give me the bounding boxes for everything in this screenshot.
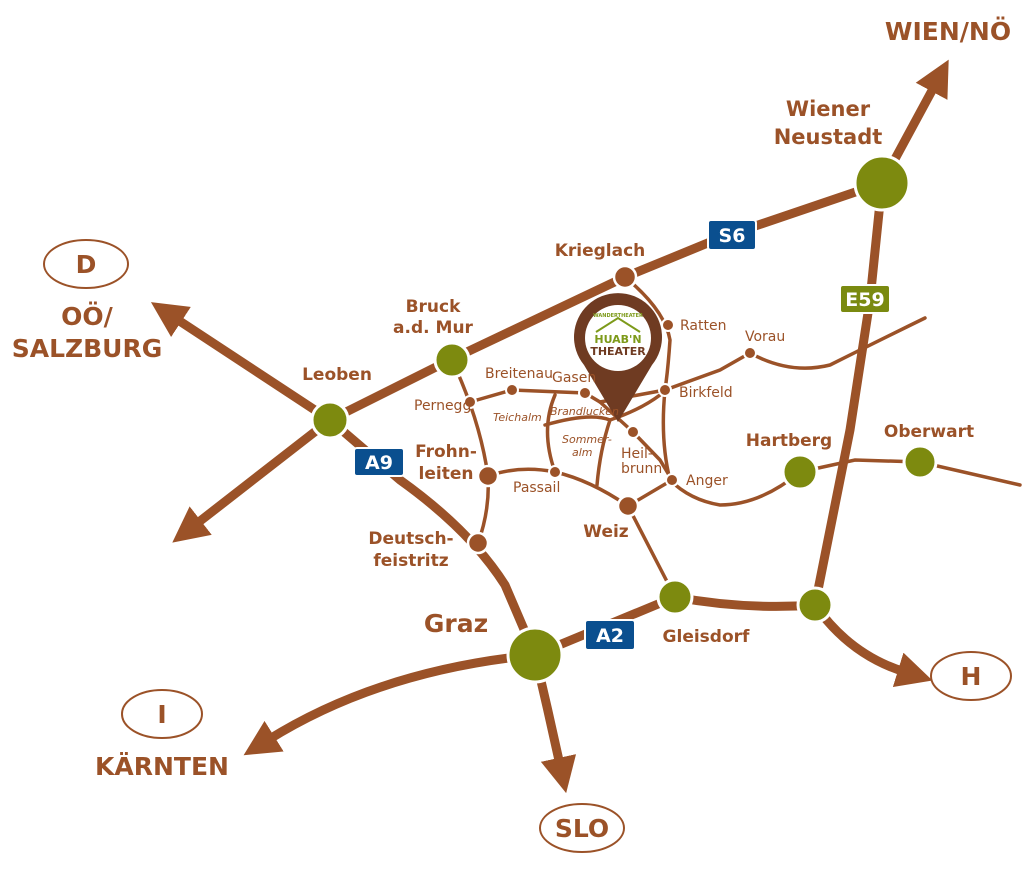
node-leoben — [310, 400, 350, 440]
label-breitenau: Breitenau — [485, 366, 553, 382]
label-gasen: Gasen — [552, 370, 596, 386]
node-vorau — [743, 346, 757, 360]
minor-roads — [450, 275, 1022, 599]
dest-wien-noe: WIEN/NÖ — [885, 16, 1011, 46]
node-wiener-neustadt — [853, 154, 911, 212]
oval-i — [121, 689, 203, 739]
road-shields: S6 E59 A9 A2 — [353, 219, 891, 651]
node-krieglach — [612, 264, 638, 290]
theater-location-pin[interactable]: WANDERTHEATER HUAB'N THEATER — [574, 293, 662, 422]
label-oberwart: Oberwart — [884, 422, 974, 442]
node-graz — [506, 626, 564, 684]
node-hartberg — [781, 453, 819, 491]
road-e59 — [810, 178, 887, 610]
shield-e59: E59 — [839, 284, 891, 314]
label-leoben: Leoben — [302, 365, 372, 385]
shield-s6: S6 — [707, 219, 757, 251]
label-krieglach: Krieglach — [555, 241, 646, 261]
label-heilbrunn-2: brunn — [621, 461, 662, 477]
node-gleisdorf — [656, 578, 694, 616]
node-weiz — [616, 494, 640, 518]
label-passail: Passail — [513, 480, 560, 496]
label-deutschfeistritz-1: Deutsch- — [368, 529, 453, 549]
label-hartberg: Hartberg — [746, 431, 832, 451]
oval-h — [930, 651, 1012, 701]
logo-top-text: WANDERTHEATER — [593, 313, 643, 319]
node-breitenau — [505, 383, 519, 397]
node-oberwart — [902, 444, 938, 480]
oval-d — [43, 239, 129, 289]
node-pernegg — [463, 395, 477, 409]
city-nodes — [310, 154, 938, 684]
oval-slo — [539, 803, 625, 853]
town-nodes-small — [463, 318, 757, 487]
node-gasen — [578, 386, 592, 400]
label-heilbrunn-1: Heil- — [621, 446, 653, 462]
road-leoben-salzburg-arrow — [150, 302, 335, 425]
label-deutschfeistritz-2: feistritz — [373, 551, 448, 571]
logo-line-1: HUAB'N — [594, 333, 641, 346]
label-sommeralm-2: alm — [572, 446, 593, 459]
node-heilbrunn — [626, 425, 640, 439]
label-ratten: Ratten — [680, 318, 726, 334]
dest-h: H — [961, 662, 982, 691]
svg-text:S6: S6 — [719, 225, 746, 247]
destination-ovals — [43, 239, 1012, 853]
label-teichalm: Teichalm — [493, 411, 542, 424]
label-vorau: Vorau — [745, 329, 785, 345]
shield-a2: A2 — [584, 619, 636, 651]
label-bruck-1: Bruck — [406, 297, 462, 317]
label-bruck-2: a.d. Mur — [393, 318, 473, 338]
label-wiener-neustadt-2: Neustadt — [774, 125, 883, 149]
label-anger: Anger — [686, 473, 728, 489]
svg-text:E59: E59 — [845, 289, 884, 311]
node-anger — [665, 473, 679, 487]
node-frohnleiten — [476, 464, 500, 488]
node-deutschfeistritz — [466, 531, 490, 555]
node-passail — [548, 465, 562, 479]
label-birkfeld: Birkfeld — [679, 385, 733, 401]
road-a9 — [325, 415, 540, 660]
label-pernegg: Pernegg — [414, 398, 471, 414]
dest-slo: SLO — [555, 814, 609, 843]
label-weiz: Weiz — [583, 522, 629, 542]
dest-d: D — [76, 250, 97, 279]
road-leoben-kaernten-nw-arrow — [172, 415, 335, 543]
shield-a9: A9 — [353, 447, 405, 477]
label-sommeralm-1: Sommer- — [562, 433, 612, 446]
node-ratten — [661, 318, 675, 332]
svg-text:A2: A2 — [596, 625, 624, 647]
label-graz: Graz — [424, 609, 488, 638]
label-gleisdorf: Gleisdorf — [663, 627, 750, 647]
dest-oe-salzburg-2: SALZBURG — [12, 334, 163, 363]
node-birkfeld — [658, 383, 672, 397]
label-frohnleiten-2: leiten — [419, 464, 474, 484]
town-nodes-medium — [466, 264, 640, 555]
logo-house-icon — [595, 316, 641, 333]
label-wiener-neustadt-1: Wiener — [786, 97, 871, 121]
label-frohnleiten-1: Frohn- — [415, 442, 477, 462]
svg-text:A9: A9 — [365, 452, 393, 474]
node-bruck — [433, 341, 471, 379]
label-brandluecken: Brandlucken — [550, 405, 619, 418]
dest-i: I — [157, 700, 166, 729]
road-graz-kaernten-arrow — [243, 650, 540, 756]
dest-kaernten: KÄRNTEN — [95, 751, 229, 781]
node-ilz — [796, 586, 834, 624]
logo-line-2: THEATER — [590, 345, 646, 358]
dest-oe-salzburg-1: OÖ/ — [61, 301, 114, 331]
